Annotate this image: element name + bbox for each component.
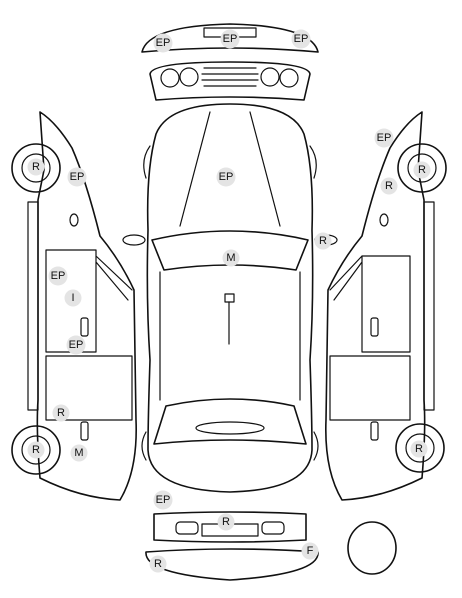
marker-badge [67,167,87,187]
marker-label: EP [156,494,171,506]
marker-r-19[interactable]: R [217,513,235,531]
marker-r-21[interactable]: R [149,555,167,573]
marker-label: EP [223,33,238,45]
marker-r-11[interactable]: R [52,404,70,422]
marker-badge [413,161,431,179]
marker-badge [380,177,398,195]
marker-label: I [71,292,74,304]
marker-label: R [418,164,426,176]
spare-wheel[interactable] [347,521,397,575]
marker-label: EP [51,270,66,282]
rear-bumper[interactable] [145,548,319,581]
marker-ep-3[interactable]: EP [216,167,236,187]
marker-label: R [154,558,162,570]
marker-m-4[interactable]: M [222,249,240,267]
car-body[interactable] [122,103,338,493]
marker-label: EP [377,132,392,144]
marker-ep-7[interactable]: EP [67,167,87,187]
marker-badge [216,167,236,187]
marker-badge [374,128,394,148]
rear-lights[interactable] [153,511,307,543]
marker-badge [52,404,70,422]
marker-badge [64,289,82,307]
marker-r-6[interactable]: R [27,158,45,176]
marker-badge [410,440,428,458]
marker-label: R [319,235,327,247]
marker-ep-18[interactable]: EP [153,490,173,510]
marker-ep-14[interactable]: EP [374,128,394,148]
marker-r-5[interactable]: R [314,232,332,250]
front-grille[interactable] [149,61,311,101]
marker-label: F [307,545,314,557]
damage-markers: EP EP EP EP M R R EP EP I EP R R M EP R R R EP R F R [27,29,431,573]
marker-label: EP [156,37,171,49]
marker-badge [27,441,45,459]
marker-badge [291,29,311,49]
marker-badge [153,490,173,510]
marker-label: M [226,252,235,264]
marker-label: M [74,447,83,459]
marker-badge [48,266,68,286]
right-side[interactable] [325,111,447,501]
marker-r-16[interactable]: R [380,177,398,195]
marker-label: EP [294,33,309,45]
marker-r-15[interactable]: R [413,161,431,179]
marker-label: EP [70,171,85,183]
marker-ep-0[interactable]: EP [153,33,173,53]
marker-f-20[interactable]: F [301,542,319,560]
marker-r-12[interactable]: R [27,441,45,459]
marker-badge [27,158,45,176]
marker-badge [222,249,240,267]
marker-label: EP [219,171,234,183]
marker-label: R [222,516,230,528]
marker-ep-2[interactable]: EP [291,29,311,49]
marker-badge [66,335,86,355]
marker-badge [217,513,235,531]
marker-label: R [57,407,65,419]
marker-label: EP [69,339,84,351]
marker-badge [70,444,88,462]
marker-r-17[interactable]: R [410,440,428,458]
marker-label: R [385,180,393,192]
marker-i-9[interactable]: I [64,289,82,307]
marker-badge [149,555,167,573]
marker-label: R [32,161,40,173]
marker-badge [314,232,332,250]
marker-ep-10[interactable]: EP [66,335,86,355]
marker-m-13[interactable]: M [70,444,88,462]
marker-badge [301,542,319,560]
marker-ep-1[interactable]: EP [220,29,240,49]
marker-badge [220,29,240,49]
marker-ep-8[interactable]: EP [48,266,68,286]
marker-badge [153,33,173,53]
left-side[interactable] [11,111,137,501]
marker-label: R [32,444,40,456]
marker-label: R [415,443,423,455]
